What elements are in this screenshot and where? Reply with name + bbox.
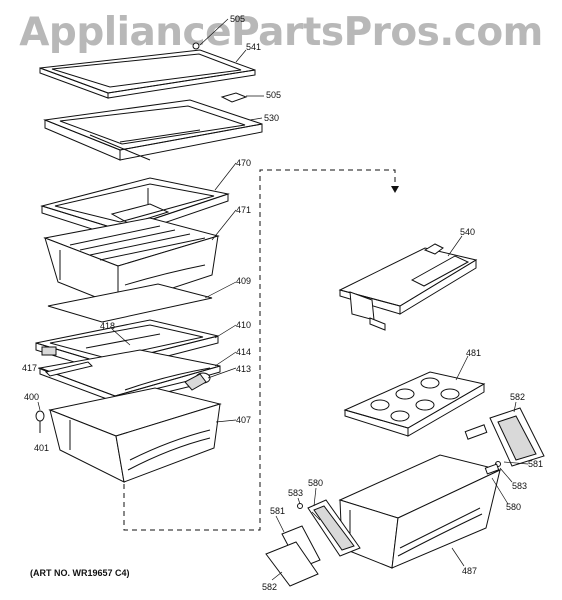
label-487: 487	[462, 566, 477, 576]
side-rail-left	[265, 499, 361, 587]
label-505b: 505	[266, 90, 281, 100]
label-409: 409	[236, 276, 251, 286]
label-418: 418	[100, 321, 115, 331]
leader-lines	[37, 18, 529, 581]
side-rail-right	[464, 407, 545, 475]
label-580a: 580	[308, 478, 323, 488]
label-470: 470	[236, 158, 251, 168]
label-582a: 582	[510, 392, 525, 402]
label-581b: 581	[270, 506, 285, 516]
label-471: 471	[236, 205, 251, 215]
egg-tray-481	[343, 371, 486, 437]
label-414: 414	[236, 347, 251, 357]
art-number: (ART NO. WR19657 C4)	[30, 568, 130, 578]
rail-417	[45, 361, 93, 377]
shelf-cap-505b	[220, 92, 248, 103]
label-530: 530	[264, 113, 279, 123]
label-401: 401	[34, 443, 49, 453]
label-583b: 583	[512, 481, 527, 491]
label-540: 540	[460, 227, 475, 237]
label-400: 400	[24, 392, 39, 402]
bin-487	[338, 454, 502, 569]
label-505a: 505	[230, 14, 245, 24]
shelf-frame-530	[43, 92, 263, 161]
damper-413	[184, 372, 211, 391]
glass-panel-409	[47, 283, 213, 323]
label-581a: 581	[528, 459, 543, 469]
label-481: 481	[466, 348, 481, 358]
shelf-cap-505a	[192, 42, 200, 50]
connector-dashed-line	[123, 169, 399, 531]
shelf-glass-541	[39, 42, 256, 99]
label-413: 413	[236, 364, 251, 374]
label-541: 541	[246, 42, 261, 52]
label-410: 410	[236, 320, 251, 330]
label-417: 417	[22, 363, 37, 373]
screw-washer-400-401	[35, 410, 45, 433]
part-number-labels: 505 541 505 530 470 471 409 418 410 414 …	[22, 14, 543, 592]
shelf-540	[338, 243, 478, 331]
watermark: AppliancePartsPros.com	[19, 10, 543, 55]
label-580b: 580	[506, 502, 521, 512]
label-582b: 582	[262, 582, 277, 592]
label-407: 407	[236, 415, 251, 425]
pan-407	[48, 387, 222, 483]
label-583a: 583	[288, 488, 303, 498]
